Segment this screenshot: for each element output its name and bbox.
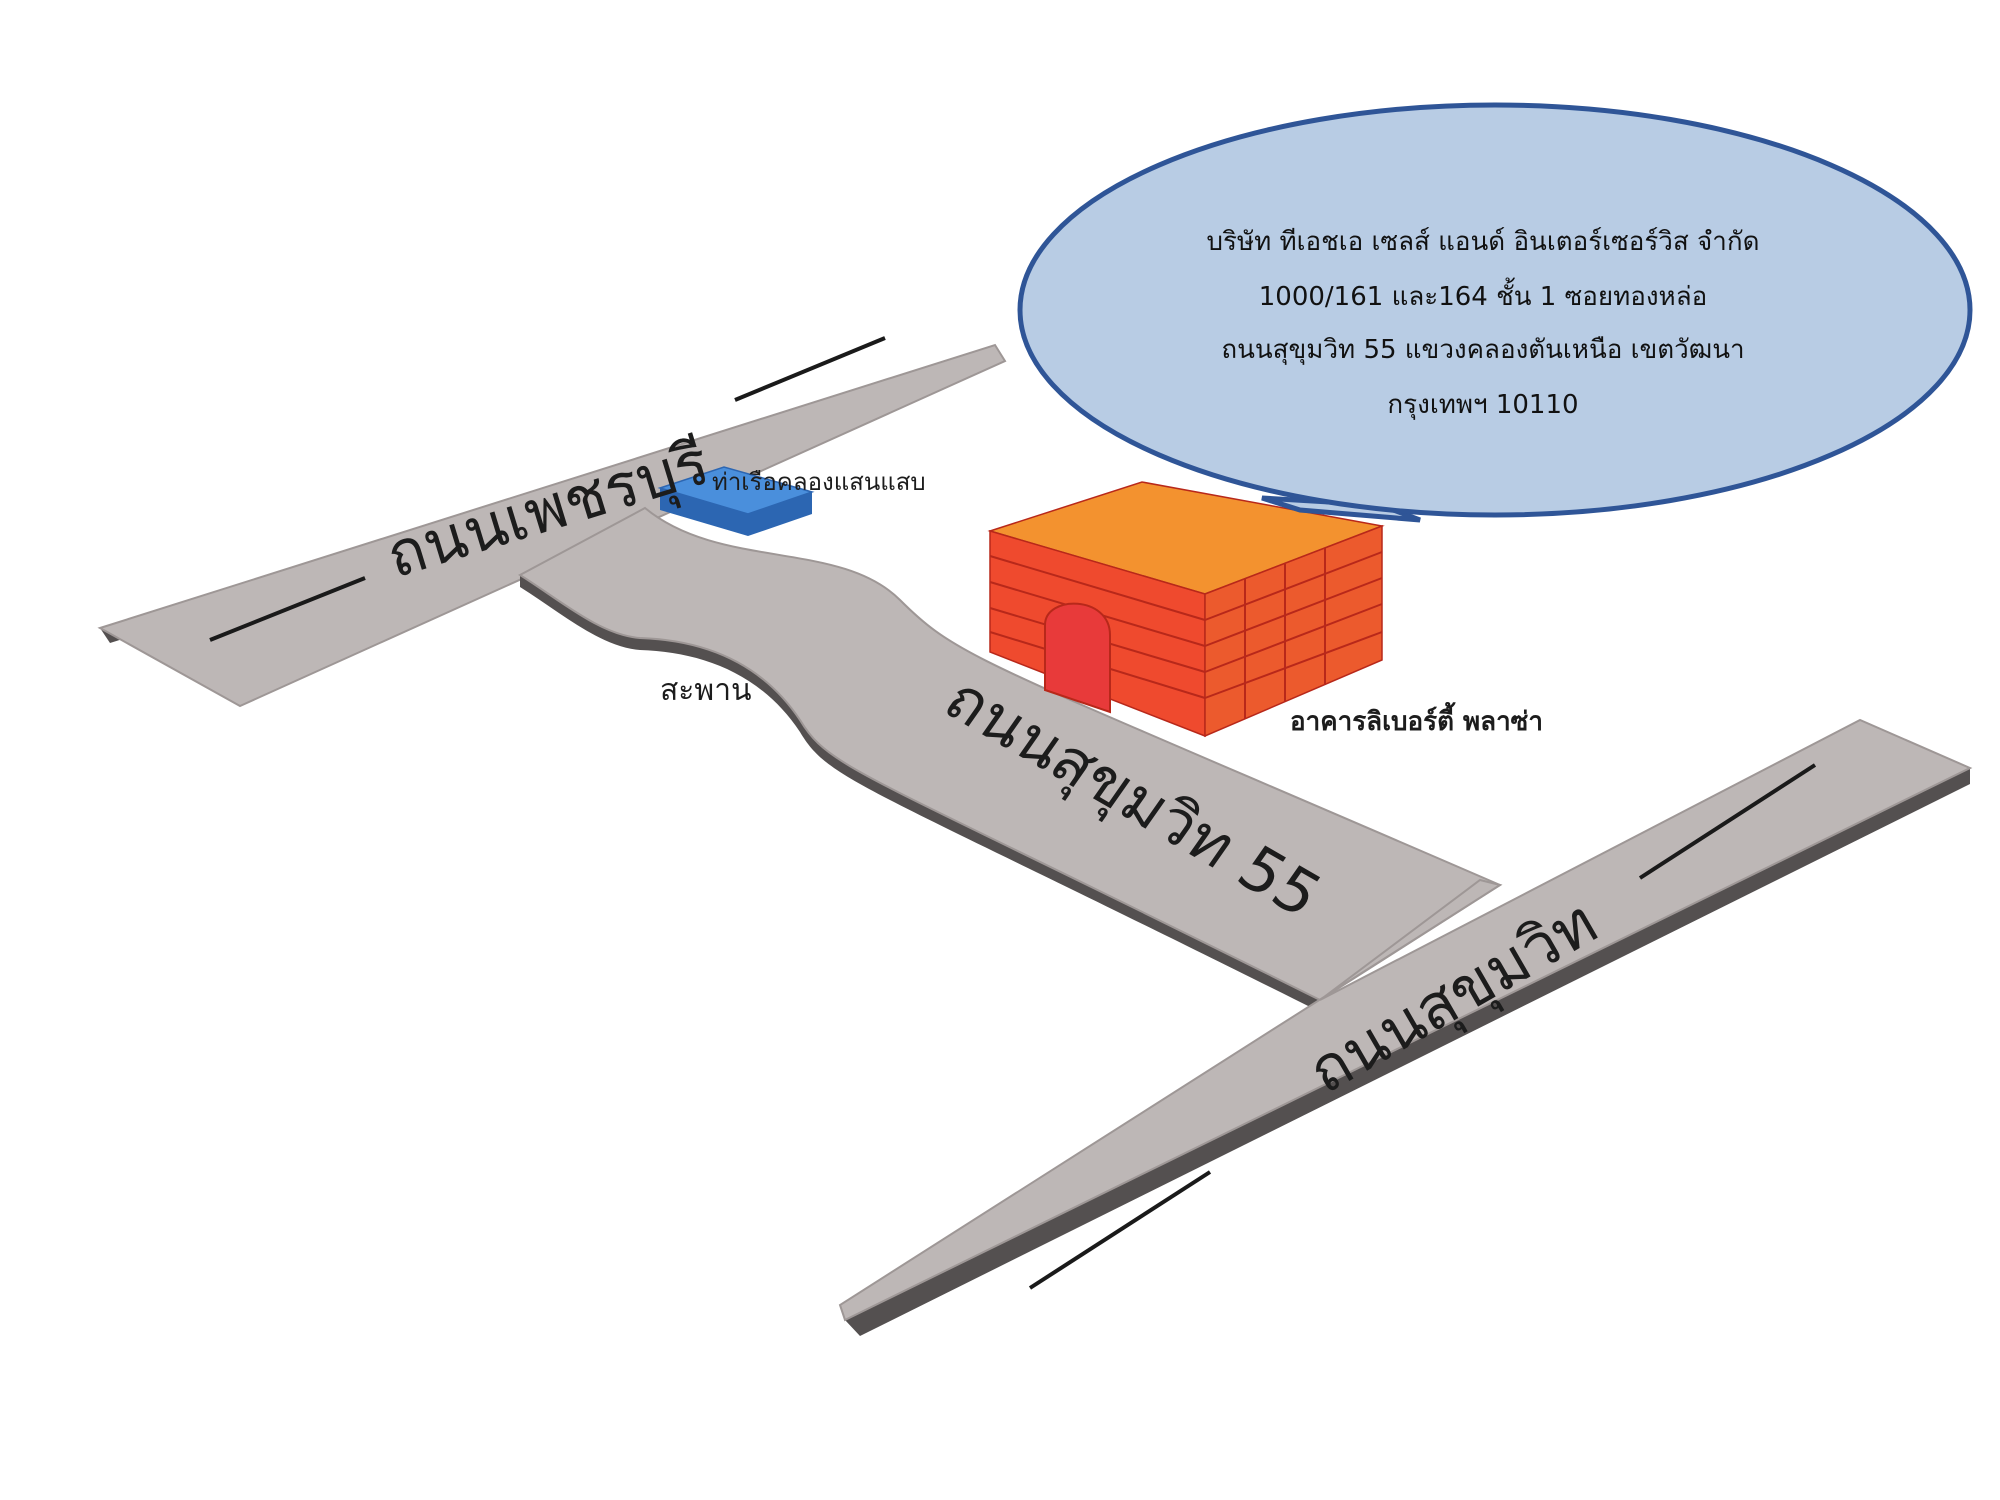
- grid-line: [989, 555, 1206, 621]
- grid-line: [1204, 577, 1383, 647]
- callout-line-district: ถนนสุขุมวิท 55 แขวงคลองตันเหนือ เขตวัฒนา: [1221, 335, 1744, 365]
- building-arch-door: [1044, 602, 1111, 714]
- pier-front: [660, 488, 748, 536]
- callout-address: บริษัท ทีเอชเอ เซลส์ แอนด์ อินเตอร์เซอร์…: [1206, 227, 1759, 420]
- building-right: [1204, 524, 1383, 738]
- road-sukhumvit-side: [845, 768, 1970, 1336]
- grid-line: [1204, 631, 1383, 699]
- building-icon: [987, 481, 1385, 738]
- road-sukhumvit55: [518, 506, 1503, 1012]
- grid-line: [1204, 603, 1383, 673]
- building-label: อาคารลิเบอร์ตี้ พลาซ่า: [1290, 701, 1543, 737]
- lane-line-phetchaburi-left: [209, 576, 366, 642]
- grid-line: [1204, 551, 1383, 621]
- callout-line-city: กรุงเทพฯ 10110: [1387, 390, 1578, 420]
- bridge-label: สะพาน: [660, 673, 752, 708]
- road-sukhumvit-surface: [838, 718, 1973, 1322]
- pier-right: [748, 492, 812, 536]
- callout-line-company: บริษัท ทีเอชเอ เซลส์ แอนด์ อินเตอร์เซอร์…: [1206, 227, 1759, 257]
- road-sukhumvit55-side: [520, 575, 1320, 1012]
- road-phetchaburi: [97, 343, 1007, 708]
- road-sukhumvit: [838, 718, 1973, 1336]
- speech-bubble-icon: [1017, 102, 1973, 523]
- lane-markings: [209, 336, 1817, 1290]
- lane-line-sukhumvit-left: [1028, 1170, 1212, 1290]
- lane-line-phetchaburi-right: [734, 336, 886, 402]
- lane-line-sukhumvit-right: [1638, 763, 1817, 880]
- road-sukhumvit55-surface: [518, 506, 1503, 1002]
- road-phetchaburi-surface: [97, 343, 1007, 708]
- boat-pier-icon: [657, 466, 815, 536]
- callout-bubble: [1017, 102, 1973, 518]
- pier-label: ท่าเรือคลองแสนแสบ: [712, 468, 926, 496]
- callout-line-street: 1000/161 และ164 ชั้น 1 ซอยทองหล่อ: [1259, 277, 1708, 312]
